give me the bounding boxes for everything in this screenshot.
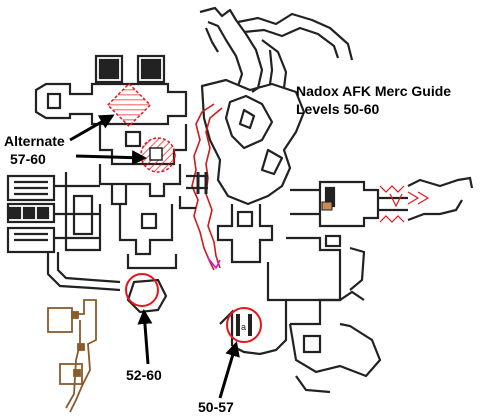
marker-50-57-circle[interactable]: a — [226, 307, 262, 343]
arrows — [69, 114, 240, 399]
south-center-block — [118, 204, 178, 314]
arrow-to-50-57 — [218, 341, 240, 399]
east-red-details — [379, 185, 430, 223]
label-52-60: 52-60 — [126, 367, 162, 383]
svg-text:a: a — [241, 322, 246, 332]
nw-fortress — [34, 54, 188, 206]
arrow-to-alternate-middle — [75, 150, 147, 166]
east-wing — [290, 176, 474, 228]
label-50-57: 50-57 — [198, 399, 234, 415]
connector-hall — [178, 172, 208, 210]
west-wing — [6, 172, 121, 292]
marker-alternate-top[interactable] — [106, 82, 152, 128]
label-alternate: Alternate — [4, 133, 65, 149]
marker-alternate-middle[interactable] — [140, 137, 176, 173]
label-alternate-range: 57-60 — [10, 151, 46, 167]
se-complex — [216, 204, 382, 394]
north-caves — [199, 6, 354, 93]
guide-title-line1: Nadox AFK Merc Guide — [296, 83, 451, 99]
sw-brown-area — [47, 299, 97, 413]
central-hall — [200, 78, 306, 206]
marker-52-60-circle[interactable] — [125, 273, 159, 307]
guide-title-line2: Levels 50-60 — [296, 101, 379, 117]
arrow-to-alternate-top — [69, 114, 115, 142]
arrow-to-52-60 — [137, 309, 153, 365]
